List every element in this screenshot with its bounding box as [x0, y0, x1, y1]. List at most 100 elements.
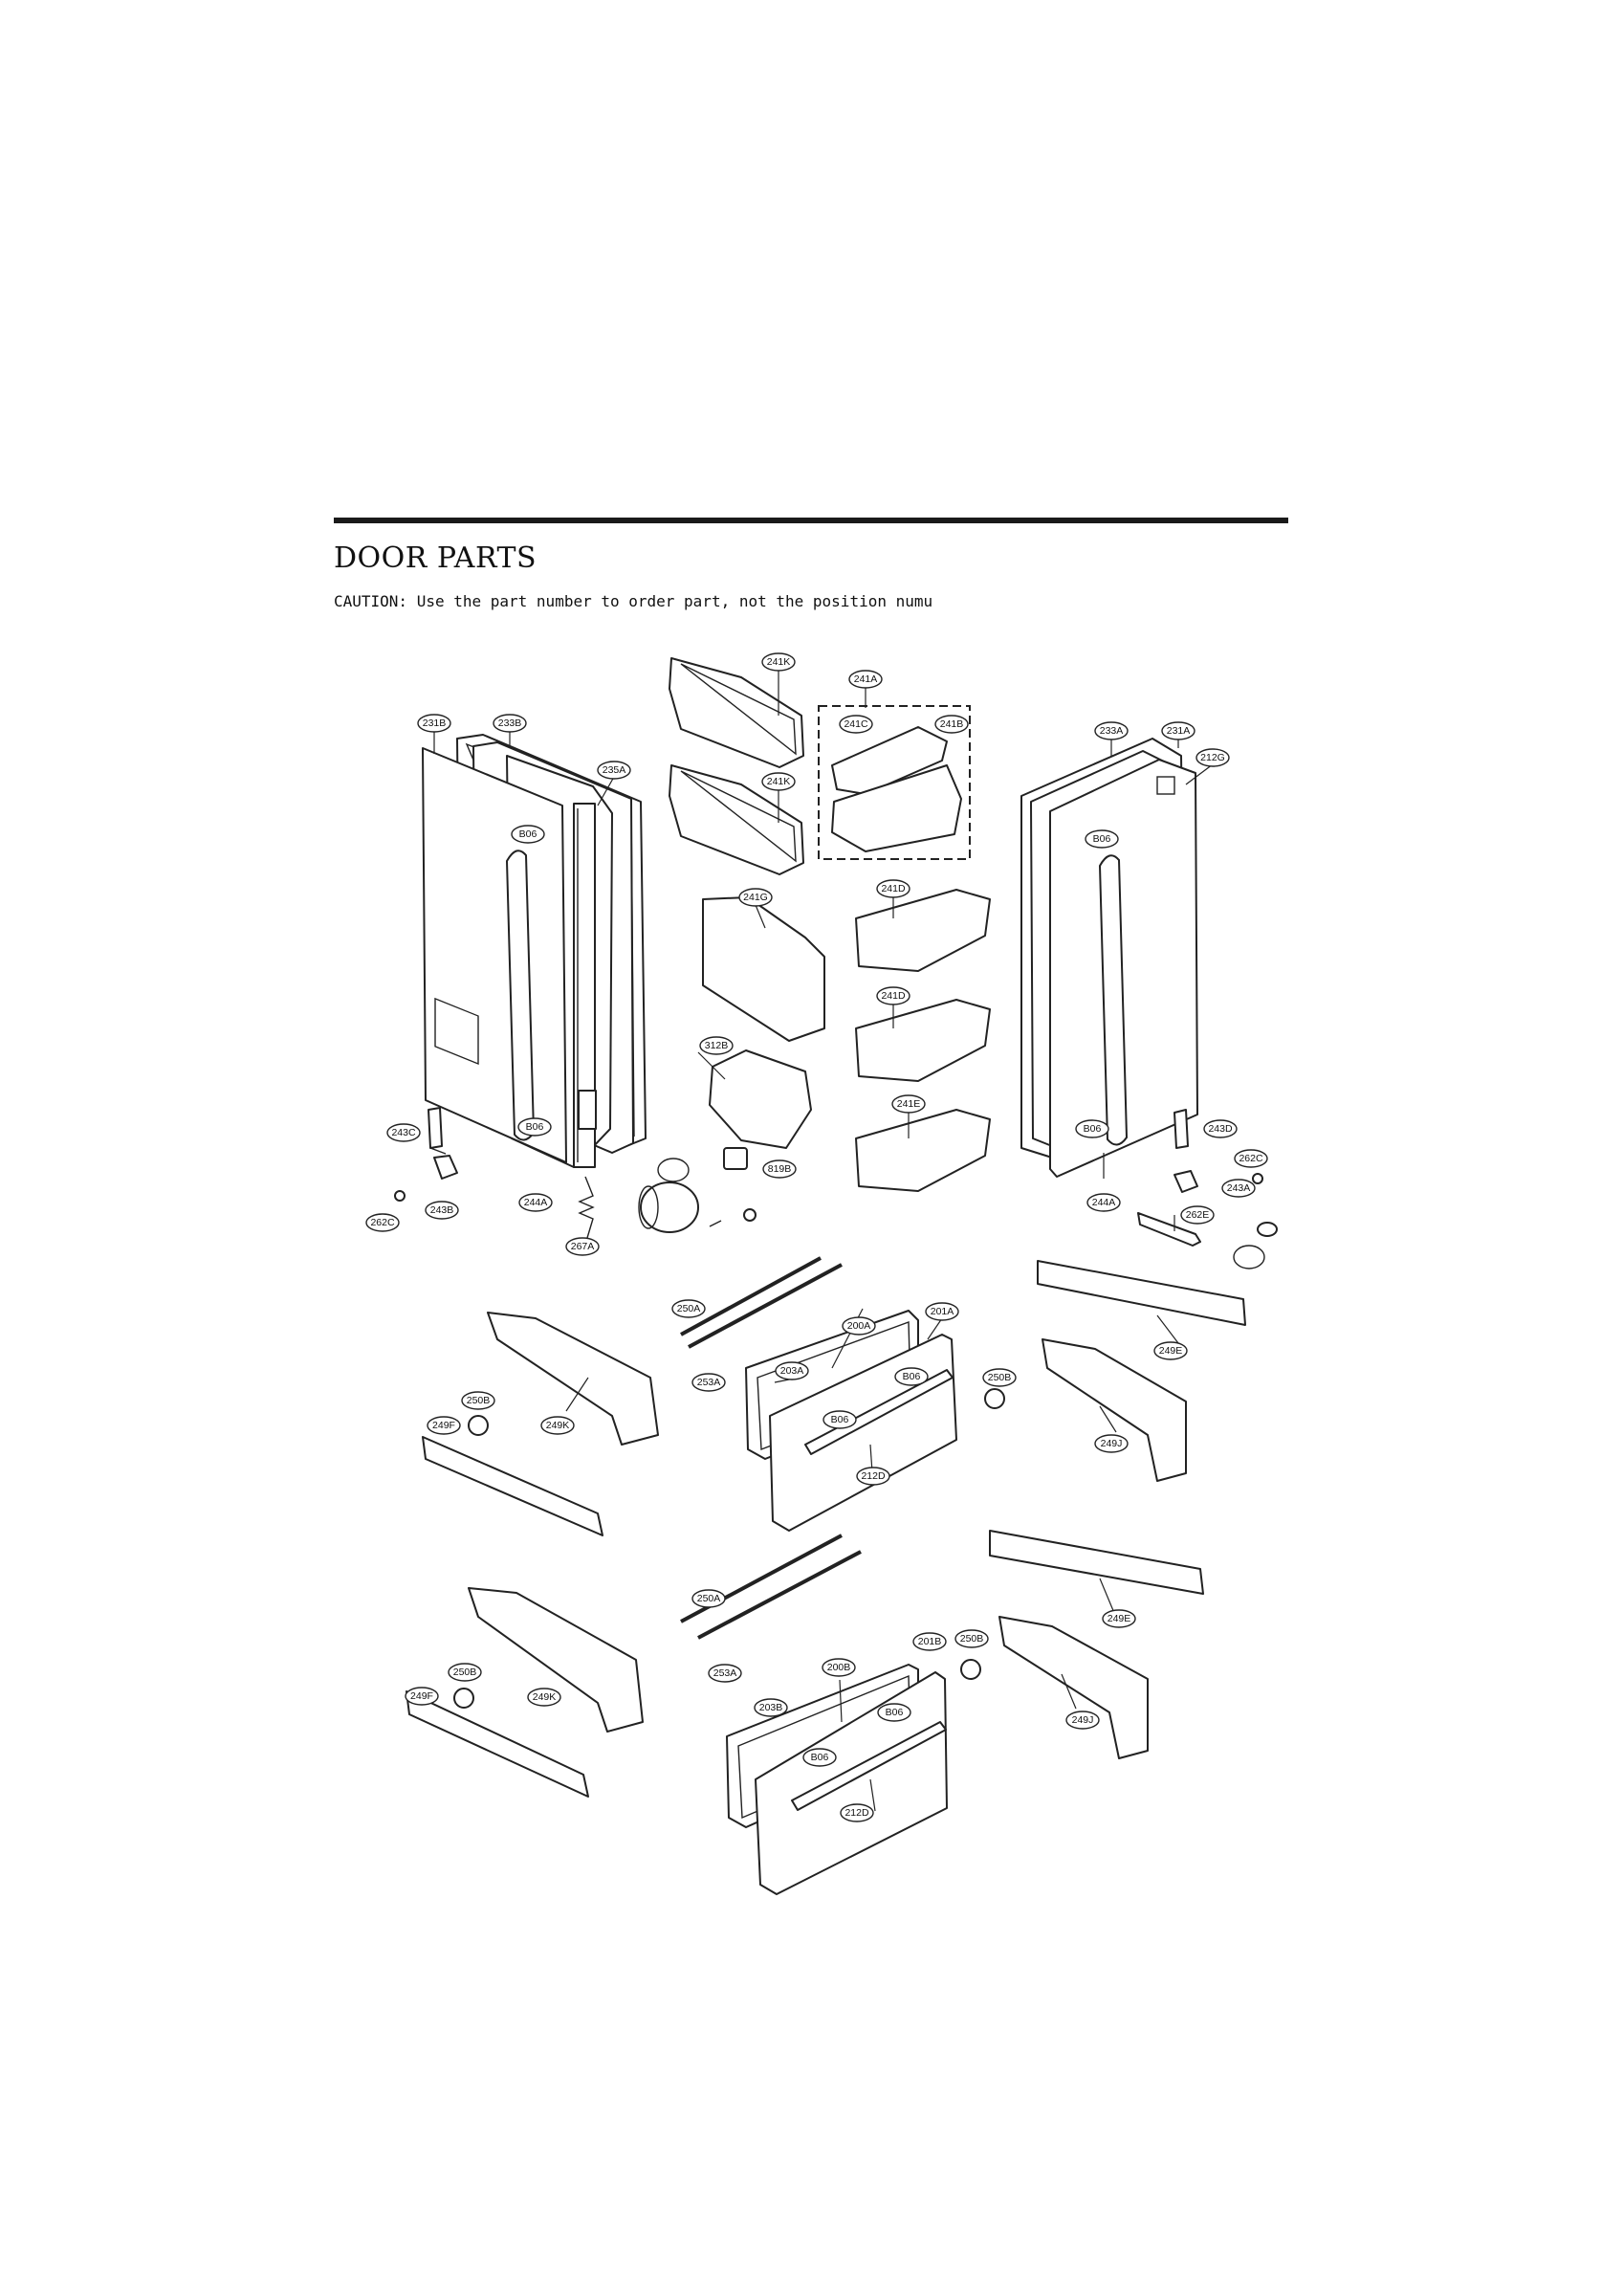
callout-bubble	[912, 1632, 947, 1651]
callout-label: 243A	[1227, 1182, 1251, 1194]
callout-c29: 262E	[1180, 1205, 1215, 1225]
page-title: DOOR PARTS	[334, 541, 537, 575]
callout-bubble	[822, 1658, 856, 1677]
callout-label: 250B	[453, 1667, 477, 1678]
callout-label: 235A	[603, 764, 626, 776]
callout-c28: 243B	[425, 1201, 459, 1220]
callout-c30: 262C	[365, 1213, 400, 1232]
callout-bubble	[1086, 1193, 1121, 1212]
callout-label: 241E	[897, 1098, 921, 1110]
callout-bubble	[822, 1410, 857, 1429]
callout-bubble	[1203, 1119, 1238, 1138]
callout-c49: 250B	[954, 1629, 989, 1648]
callout-bubble	[982, 1368, 1017, 1387]
callout-bubble	[1094, 1434, 1129, 1453]
callout-bubble	[1075, 1119, 1109, 1138]
callout-label: 212D	[844, 1807, 869, 1819]
callout-c44: 249J	[1094, 1434, 1129, 1453]
callout-label: B06	[519, 828, 537, 840]
callout-c6: 241B	[934, 715, 969, 734]
callout-bubble	[1180, 1205, 1215, 1225]
callout-label: 203B	[759, 1702, 783, 1713]
callout-c52: 200B	[822, 1658, 856, 1677]
callout-label: 241D	[881, 990, 906, 1002]
callout-bubble	[565, 1237, 600, 1256]
callout-label: 231A	[1167, 725, 1191, 737]
callout-c9: 235A	[597, 761, 631, 780]
callout-bubble	[894, 1367, 929, 1386]
callout-c48: 201B	[912, 1632, 947, 1651]
callout-bubble	[754, 1698, 788, 1717]
callout-label: 244A	[1092, 1197, 1116, 1208]
callout-bubble	[839, 715, 873, 734]
callout-c5: 241C	[839, 715, 873, 734]
callout-bubble	[761, 772, 796, 791]
callout-c37: 253A	[691, 1373, 726, 1392]
callout-label: 231B	[423, 718, 447, 729]
callout-bubble	[527, 1688, 561, 1707]
callout-label: 267A	[571, 1241, 595, 1252]
callout-bubble	[427, 1416, 461, 1435]
callout-c41: B06	[822, 1410, 857, 1429]
callout-bubble	[876, 986, 910, 1005]
callout-label: 244A	[524, 1197, 548, 1208]
callout-label: 253A	[697, 1377, 721, 1388]
callout-bubble	[417, 714, 451, 733]
callout-label: 819B	[768, 1163, 792, 1175]
callout-label: 241D	[881, 883, 906, 894]
callout-c7: 233A	[1094, 721, 1129, 740]
callout-label: 243D	[1208, 1123, 1233, 1135]
callout-bubble	[405, 1687, 439, 1706]
callout-c26: 244A	[518, 1193, 553, 1212]
callout-bubble	[511, 825, 545, 844]
callout-c46: 249E	[1102, 1609, 1136, 1628]
callout-bubble	[1102, 1609, 1136, 1628]
callout-label: 250A	[697, 1593, 721, 1604]
callout-bubble	[934, 715, 969, 734]
callout-c16: 241D	[876, 986, 910, 1005]
callout-c57: 249J	[1065, 1711, 1100, 1730]
callout-label: 249F	[432, 1420, 455, 1431]
callout-bubble	[691, 1373, 726, 1392]
callout-c55: 203B	[754, 1698, 788, 1717]
callout-c56: B06	[877, 1703, 911, 1722]
callout-c61	[1233, 1245, 1265, 1269]
callout-bubble	[425, 1201, 459, 1220]
callout-bubble	[876, 879, 910, 898]
callout-c40: 250B	[461, 1391, 495, 1410]
callout-bubble	[856, 1467, 890, 1486]
callout-c15: 241D	[876, 879, 910, 898]
callout-label: 312B	[705, 1040, 729, 1051]
callout-c4: 233B	[493, 714, 527, 733]
callout-bubble	[840, 1803, 874, 1822]
callout-bubble	[1065, 1711, 1100, 1730]
callout-c13: B06	[1085, 829, 1119, 849]
caution-note: CAUTION: Use the part number to order pa…	[334, 592, 933, 610]
callout-label: 243C	[391, 1127, 416, 1138]
callout-bubble	[540, 1416, 575, 1435]
callout-c31: 267A	[565, 1237, 600, 1256]
callout-label: B06	[1084, 1123, 1102, 1135]
callout-bubble	[1221, 1179, 1256, 1198]
callout-bubble	[775, 1361, 809, 1380]
callout-label: 200A	[847, 1320, 871, 1332]
callout-label: B06	[811, 1752, 829, 1763]
callout-label: 249K	[533, 1691, 557, 1703]
callout-label: 249E	[1159, 1345, 1183, 1357]
callout-c23: 819B	[762, 1159, 797, 1179]
callout-c39: 250B	[982, 1368, 1017, 1387]
callout-label: 200B	[827, 1662, 851, 1673]
callout-c17: 312B	[699, 1036, 734, 1055]
title-rule	[334, 518, 1288, 523]
callout-label: 241A	[854, 673, 878, 685]
callout-bubble	[1234, 1149, 1268, 1168]
callout-c58: B06	[802, 1748, 837, 1767]
callout-c32: 250A	[671, 1299, 706, 1318]
callout-bubble	[1195, 748, 1230, 767]
callout-bubble	[891, 1094, 926, 1114]
right-door-assembly	[1020, 738, 1278, 1247]
callout-c50: 253A	[708, 1664, 742, 1683]
callout-label: 253A	[713, 1667, 737, 1679]
callout-bubble	[877, 1703, 911, 1722]
